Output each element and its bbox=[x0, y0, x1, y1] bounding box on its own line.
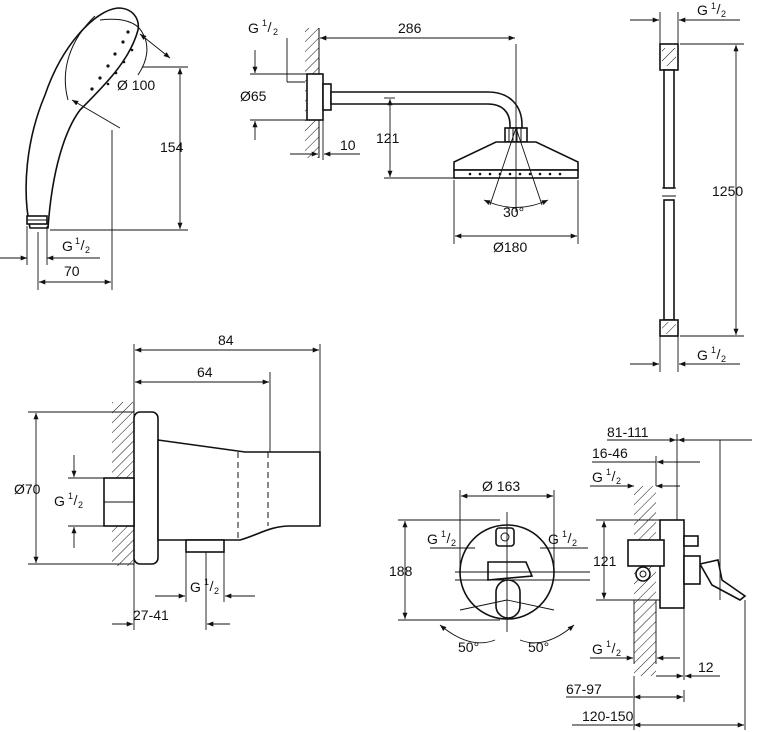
union-diameter-label: Ø70 bbox=[14, 481, 41, 497]
arm-length-label: 286 bbox=[398, 20, 422, 36]
side-bottom-thread-g: G bbox=[592, 641, 603, 657]
spray-angle-label: 30° bbox=[503, 204, 524, 220]
hose-top-thread-g: G bbox=[697, 2, 708, 18]
spray-nozzles bbox=[90, 30, 134, 91]
arm-thread-den: 2 bbox=[273, 27, 278, 37]
hand-shower-thread-den: 2 bbox=[85, 245, 90, 255]
hand-shower-thread-num: 1 bbox=[75, 236, 80, 246]
mixer-valve-knob bbox=[635, 566, 651, 582]
hand-shower-height-label: 154 bbox=[160, 139, 184, 155]
union-outlet-thread-den: 2 bbox=[214, 586, 219, 596]
hand-shower-thread-g: G bbox=[62, 238, 73, 254]
union-outlet-thread-num: 1 bbox=[204, 577, 209, 587]
hand-shower-diameter-label: Ø 100 bbox=[117, 77, 155, 93]
mixer-side-view: 81-111 16-46 G 1 2 121 G 1 2 12 bbox=[566, 424, 752, 730]
mixer-right-thread-den: 2 bbox=[572, 538, 577, 548]
mixer-right-thread-num: 1 bbox=[562, 529, 567, 539]
arm-flange bbox=[306, 73, 324, 121]
lever-angle-right-label: 50° bbox=[528, 639, 549, 655]
mixer-front-view: 50° 50° Ø 163 188 G 1 2 G 1 2 bbox=[389, 478, 590, 655]
cover-diameter-label: Ø 163 bbox=[482, 478, 520, 494]
hose-bottom-thread-num: 1 bbox=[711, 345, 716, 355]
wall-union-outlet bbox=[185, 539, 225, 553]
side-top-thread-num: 1 bbox=[606, 467, 611, 477]
hose-bottom-thread-g: G bbox=[697, 347, 708, 363]
hose-top-thread-den: 2 bbox=[721, 9, 726, 19]
side-bottom-thread-num: 1 bbox=[606, 639, 611, 649]
side-bottom-thread-den: 2 bbox=[616, 648, 621, 658]
flange-diameter-label: Ø65 bbox=[240, 88, 267, 104]
union-inlet-thread-g: G bbox=[54, 493, 65, 509]
hand-shower-face bbox=[99, 18, 148, 76]
mixer-right-thread-g: G bbox=[548, 531, 559, 547]
mixer-lever bbox=[495, 579, 521, 619]
head-diameter-label: Ø180 bbox=[493, 239, 527, 255]
hand-shower-width-label: 70 bbox=[64, 263, 80, 279]
side-height-121-label: 121 bbox=[593, 553, 617, 569]
side-top-thread-den: 2 bbox=[616, 476, 621, 486]
wall-union-body bbox=[157, 439, 321, 541]
side-dim-67-97-label: 67-97 bbox=[566, 681, 602, 697]
wall-offset-label: 10 bbox=[340, 137, 356, 153]
hose-lower bbox=[663, 199, 675, 321]
hose-upper bbox=[663, 69, 675, 189]
side-dim-12-label: 12 bbox=[698, 659, 714, 675]
union-depth-label: 27-41 bbox=[133, 607, 169, 623]
shower-arm-assembly: 30° G 1 2 286 Ø65 10 121 Ø180 bbox=[240, 18, 579, 255]
lever-angle-left-label: 50° bbox=[458, 639, 479, 655]
mixer-side-lever bbox=[698, 559, 747, 601]
hand-shower-body bbox=[25, 7, 140, 229]
mixer-diverter bbox=[495, 527, 515, 547]
wall-union-plate bbox=[133, 411, 159, 565]
union-inlet-thread-den: 2 bbox=[78, 500, 83, 510]
arm-thread-num: 1 bbox=[262, 18, 267, 28]
mixer-lever-top bbox=[487, 561, 534, 581]
union-width-64-label: 64 bbox=[197, 364, 213, 380]
side-dim-16-46-label: 16-46 bbox=[592, 445, 628, 461]
union-width-84-label: 84 bbox=[218, 332, 234, 348]
wall-union: 84 64 Ø70 G 1 2 G 1 2 27-41 bbox=[14, 332, 321, 630]
hose-bottom-thread-den: 2 bbox=[721, 354, 726, 364]
shower-arm bbox=[330, 91, 523, 129]
shower-hose: G 1 2 1250 G 1 2 bbox=[630, 1, 744, 372]
arm-drop-label: 121 bbox=[376, 130, 400, 146]
union-inlet-thread-num: 1 bbox=[68, 491, 73, 501]
union-outlet-thread-g: G bbox=[190, 579, 201, 595]
hose-top-thread-num: 1 bbox=[711, 1, 716, 11]
side-dim-120-150-label: 120-150 bbox=[582, 708, 634, 724]
mixer-height-188-label: 188 bbox=[389, 563, 413, 579]
mixer-left-thread-g: G bbox=[427, 531, 438, 547]
mixer-left-thread-den: 2 bbox=[451, 538, 456, 548]
mixer-left-thread-num: 1 bbox=[441, 529, 446, 539]
mixer-valve-body bbox=[627, 539, 665, 567]
hose-length-label: 1250 bbox=[712, 183, 743, 199]
side-top-thread-g: G bbox=[592, 469, 603, 485]
hand-shower: Ø 100 154 G 1 2 70 bbox=[0, 7, 188, 290]
side-dim-81-111-label: 81-111 bbox=[607, 424, 649, 440]
arm-thread-g: G bbox=[248, 20, 259, 36]
